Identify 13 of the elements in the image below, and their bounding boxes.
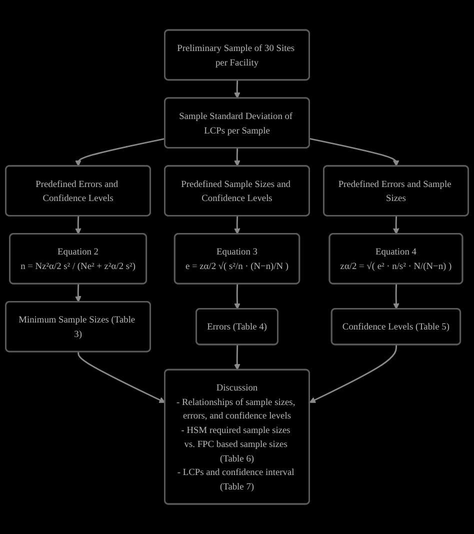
arrow bbox=[309, 344, 398, 403]
arrow bbox=[75, 216, 82, 234]
arrow bbox=[78, 352, 166, 403]
arrow bbox=[309, 138, 400, 166]
arrow bbox=[234, 80, 240, 99]
arrow bbox=[234, 216, 240, 234]
arrow bbox=[75, 284, 82, 302]
arrow bbox=[393, 284, 400, 310]
arrow bbox=[234, 284, 240, 310]
arrow bbox=[392, 216, 400, 234]
arrow bbox=[234, 344, 240, 370]
arrow bbox=[234, 148, 240, 166]
arrow bbox=[75, 138, 166, 166]
